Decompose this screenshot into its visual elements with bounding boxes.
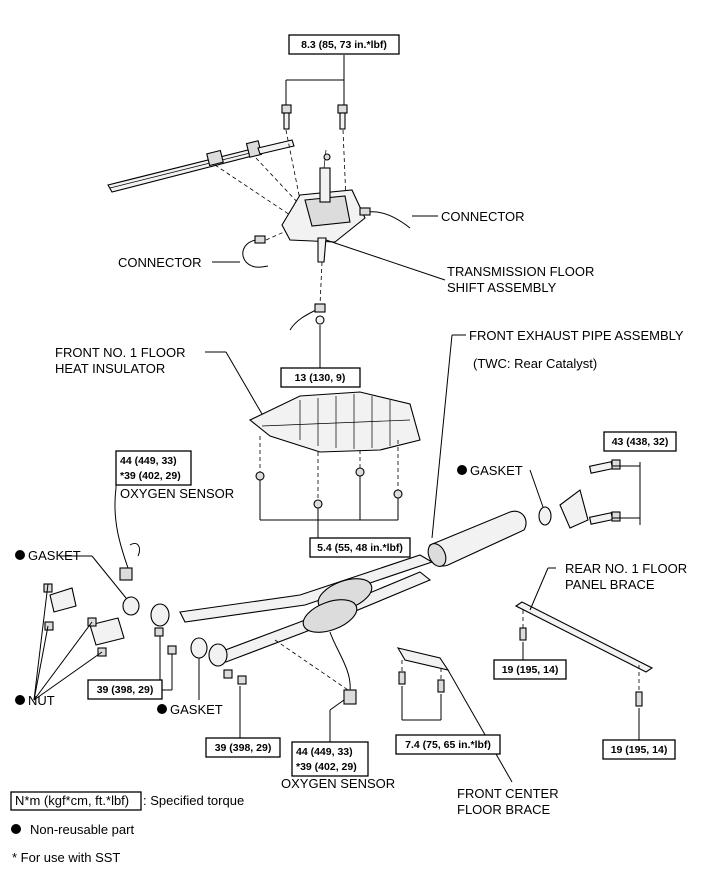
gasket-rear <box>538 506 552 526</box>
label-gasket-left: GASKET <box>28 548 81 563</box>
label-shift-assembly-1: TRANSMISSION FLOOR <box>447 264 594 279</box>
torque-box-rear-brace-left: 19 (195, 14) <box>493 659 567 680</box>
svg-text:44 (449, 33): 44 (449, 33) <box>296 746 353 758</box>
legend-non-reusable: Non-reusable part <box>30 822 134 837</box>
svg-text:19 (195, 14): 19 (195, 14) <box>502 664 559 676</box>
shift-bolt-right <box>337 104 348 130</box>
svg-text:19 (195, 14): 19 (195, 14) <box>611 744 668 756</box>
legend-torque-unit: N*m (kgf*cm, ft.*lbf) <box>15 793 129 808</box>
legend-sst-note: * For use with SST <box>12 850 120 865</box>
oxygen-sensor-upper <box>114 487 141 581</box>
connector-left <box>242 235 269 268</box>
svg-text:5.4 (55, 48 in.*lbf): 5.4 (55, 48 in.*lbf) <box>317 542 403 554</box>
shift-nut <box>289 303 326 331</box>
insulator-bolt <box>255 471 265 481</box>
insulator-bolt <box>393 489 403 499</box>
svg-text:*39 (402, 29): *39 (402, 29) <box>296 761 357 773</box>
label-connector-right: CONNECTOR <box>441 209 525 224</box>
label-connector-left: CONNECTOR <box>118 255 202 270</box>
label-rear-brace-2: PANEL BRACE <box>565 577 655 592</box>
connector-right <box>359 207 411 229</box>
legend-torque-desc: : Specified torque <box>143 793 244 808</box>
gasket-left-ring <box>122 596 140 616</box>
svg-text:7.4 (75, 65 in.*lbf): 7.4 (75, 65 in.*lbf) <box>405 739 491 751</box>
insulator-bolt <box>313 499 323 509</box>
torque-box-flange-left: 39 (398, 29) <box>87 679 163 700</box>
torque-box-insulator: 5.4 (55, 48 in.*lbf) <box>309 537 411 558</box>
gasket-bottom-ring <box>190 637 208 659</box>
oxygen-sensor-lower <box>329 631 357 705</box>
left-flange-parts <box>43 583 177 657</box>
svg-text:44 (449, 33): 44 (449, 33) <box>120 455 177 467</box>
label-twc-note: (TWC: Rear Catalyst) <box>473 356 597 371</box>
label-rear-brace-1: REAR NO. 1 FLOOR <box>565 561 687 576</box>
svg-text:43 (438, 32): 43 (438, 32) <box>612 436 669 448</box>
shift-bolt-left <box>281 104 292 130</box>
torque-box-shift-bolts: 8.3 (85, 73 in.*lbf) <box>288 34 400 55</box>
rear-no1-floor-panel-brace <box>514 601 654 707</box>
front-exhaust-pipe-assembly <box>150 510 527 667</box>
torque-box-o2-upper: 44 (449, 33) *39 (402, 29) <box>115 450 192 486</box>
torque-box-shift-nut: 13 (130, 9) <box>280 367 361 388</box>
label-nut: NUT <box>28 693 55 708</box>
insulator-bolt <box>355 467 365 477</box>
label-front-center-2: FLOOR BRACE <box>457 802 551 817</box>
label-front-center-1: FRONT CENTER <box>457 786 559 801</box>
non-reusable-dot <box>457 465 467 475</box>
svg-text:13 (130, 9): 13 (130, 9) <box>295 372 346 384</box>
front-no1-floor-heat-insulator <box>248 391 421 453</box>
torque-box-center-brace: 7.4 (75, 65 in.*lbf) <box>395 734 501 755</box>
label-heat-insulator-1: FRONT NO. 1 FLOOR <box>55 345 186 360</box>
non-reusable-dot <box>15 695 25 705</box>
label-exhaust-pipe: FRONT EXHAUST PIPE ASSEMBLY <box>469 328 684 343</box>
svg-text:39 (398, 29): 39 (398, 29) <box>97 684 154 696</box>
svg-text:39 (398, 29): 39 (398, 29) <box>215 742 272 754</box>
label-gasket-right: GASKET <box>470 463 523 478</box>
non-reusable-dot <box>157 704 167 714</box>
label-gasket-bottom: GASKET <box>170 702 223 717</box>
svg-text:*39 (402, 29): *39 (402, 29) <box>120 470 181 482</box>
transmission-floor-shift-assembly <box>281 149 366 263</box>
label-shift-assembly-2: SHIFT ASSEMBLY <box>447 280 557 295</box>
legend: N*m (kgf*cm, ft.*lbf) : Specified torque… <box>10 791 244 865</box>
torque-box-rear-flange: 43 (438, 32) <box>603 431 677 452</box>
rear-flange-bolts <box>559 459 621 529</box>
svg-text:8.3 (85, 73 in.*lbf): 8.3 (85, 73 in.*lbf) <box>301 39 387 51</box>
torque-box-o2-lower: 44 (449, 33) *39 (402, 29) <box>291 741 369 777</box>
label-heat-insulator-2: HEAT INSULATOR <box>55 361 165 376</box>
leader-lines <box>33 55 641 783</box>
legend-dot <box>11 824 21 834</box>
front-center-floor-brace <box>396 647 450 693</box>
label-oxygen-sensor-upper: OXYGEN SENSOR <box>120 486 234 501</box>
torque-box-flange-center: 39 (398, 29) <box>205 737 281 758</box>
shift-cable <box>107 139 295 193</box>
label-oxygen-sensor-lower: OXYGEN SENSOR <box>281 776 395 791</box>
non-reusable-dot <box>15 550 25 560</box>
torque-box-rear-brace-right: 19 (195, 14) <box>602 739 676 760</box>
